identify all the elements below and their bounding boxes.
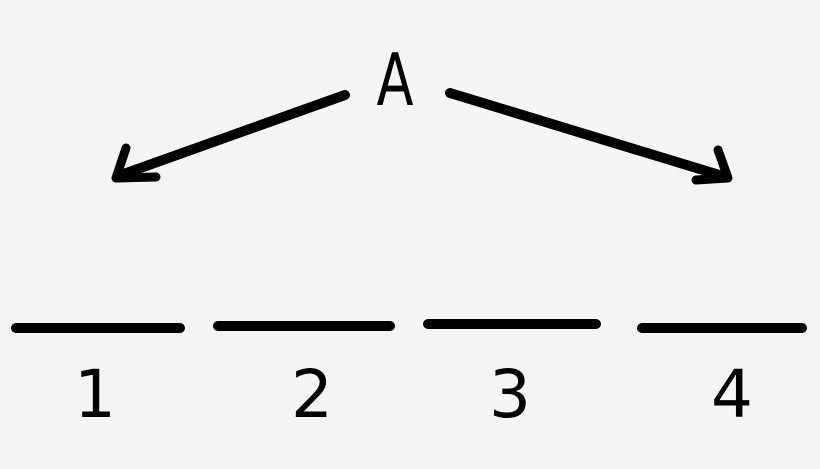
arrow-right-shaft — [445, 88, 731, 182]
slot-label-2: 2 — [291, 356, 333, 433]
arrow-left-shaft — [113, 90, 350, 181]
slot-label-4: 4 — [711, 356, 753, 433]
arrow-left-head-icon — [111, 143, 161, 183]
slot-label-1: 1 — [74, 356, 116, 433]
slot-label-3: 3 — [489, 356, 531, 433]
arrow-right-head-icon — [691, 145, 733, 185]
root-node-label: A — [376, 38, 414, 122]
